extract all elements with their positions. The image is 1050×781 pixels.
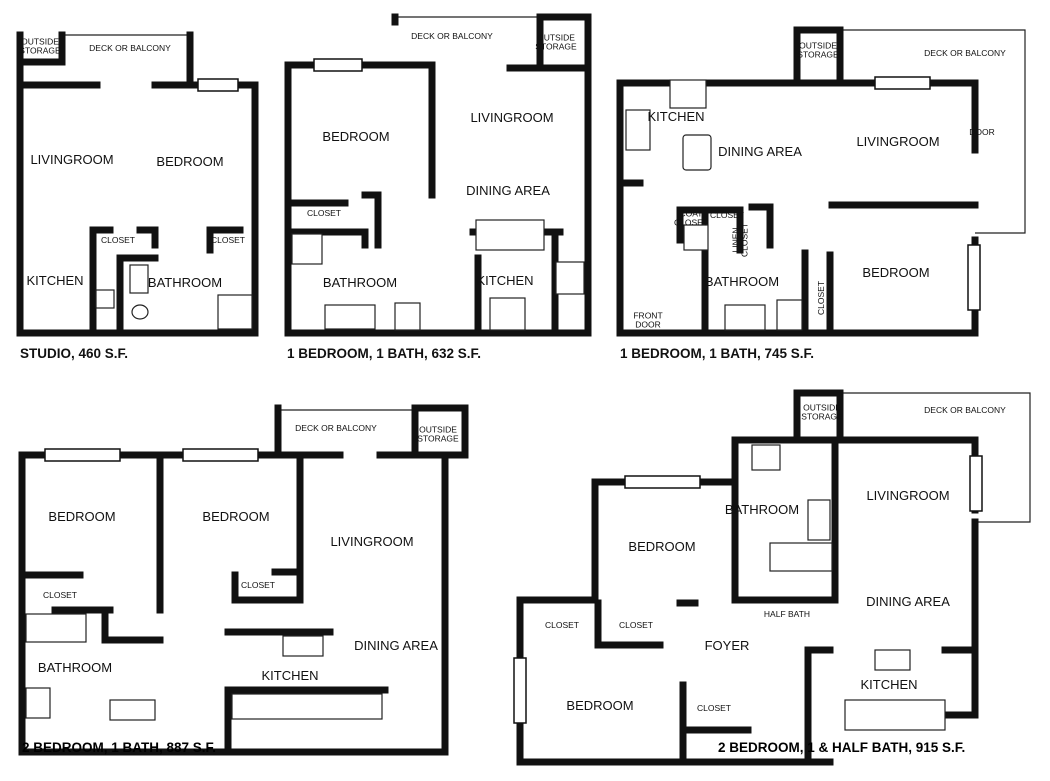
room-label: BEDROOM xyxy=(628,539,695,554)
room-label: DECK OR BALCONY xyxy=(295,423,377,433)
room-label: BEDROOM xyxy=(48,509,115,524)
room-label: DOOR xyxy=(969,127,995,137)
room-label: FOYER xyxy=(705,638,750,653)
room-label: BEDROOM xyxy=(202,509,269,524)
room-label: LIVINGROOM xyxy=(866,488,949,503)
room-label: LIVINGROOM xyxy=(30,152,113,167)
room-label: DINING AREA xyxy=(866,594,950,609)
plan-caption: STUDIO, 460 S.F. xyxy=(20,346,128,361)
plan-2br-915 xyxy=(513,389,1031,766)
room-label: BATHROOM xyxy=(725,502,799,517)
room-label: DECK OR BALCONY xyxy=(924,48,1006,58)
room-label: CLOSET xyxy=(43,590,77,600)
room-label: CLOSET xyxy=(710,210,744,220)
room-label: DECK OR BALCONY xyxy=(411,31,493,41)
plan-caption: 1 BEDROOM, 1 BATH, 745 S.F. xyxy=(620,346,814,361)
plan-caption: 2 BEDROOM, 1 & HALF BATH, 915 S.F. xyxy=(718,740,966,755)
room-label: HALF BATH xyxy=(764,609,810,619)
room-label: BEDROOM xyxy=(322,129,389,144)
room-label: BEDROOM xyxy=(156,154,223,169)
plan-studio xyxy=(16,31,259,337)
room-label: DECK OR BALCONY xyxy=(89,43,171,53)
room-label: BEDROOM xyxy=(566,698,633,713)
room-label: CLOSET xyxy=(101,235,135,245)
room-label: DECK OR BALCONY xyxy=(924,405,1006,415)
room-label: KITCHEN xyxy=(26,273,83,288)
room-label: CLOSET xyxy=(241,580,275,590)
room-label: CLOSET xyxy=(816,281,826,315)
room-label: BATHROOM xyxy=(148,275,222,290)
plan-caption: 2 BEDROOM, 1 BATH, 887 S.F. xyxy=(22,740,217,755)
room-label: LIVINGROOM xyxy=(856,134,939,149)
room-label: LINENCLOSET xyxy=(730,223,749,257)
room-label: KITCHEN xyxy=(261,668,318,683)
room-label: BATHROOM xyxy=(323,275,397,290)
plan-caption: 1 BEDROOM, 1 BATH, 632 S.F. xyxy=(287,346,481,361)
room-label: BATHROOM xyxy=(38,660,112,675)
room-label: CLOSET xyxy=(619,620,653,630)
room-label: BATHROOM xyxy=(705,274,779,289)
room-label: CLOSET xyxy=(697,703,731,713)
room-label: KITCHEN xyxy=(647,109,704,124)
room-label: CLOSET xyxy=(211,235,245,245)
room-label: DINING AREA xyxy=(354,638,438,653)
room-label: DINING AREA xyxy=(466,183,550,198)
plan-2br-887 xyxy=(18,404,469,756)
plan-1br-745 xyxy=(616,26,1026,337)
plan-1br-632 xyxy=(284,13,592,337)
room-label: KITCHEN xyxy=(860,677,917,692)
room-label: CLOSET xyxy=(307,208,341,218)
room-label: LIVINGROOM xyxy=(470,110,553,125)
room-label: CLOSET xyxy=(545,620,579,630)
room-label: DINING AREA xyxy=(718,144,802,159)
room-label: LIVINGROOM xyxy=(330,534,413,549)
room-label: KITCHEN xyxy=(476,273,533,288)
room-label: BEDROOM xyxy=(862,265,929,280)
